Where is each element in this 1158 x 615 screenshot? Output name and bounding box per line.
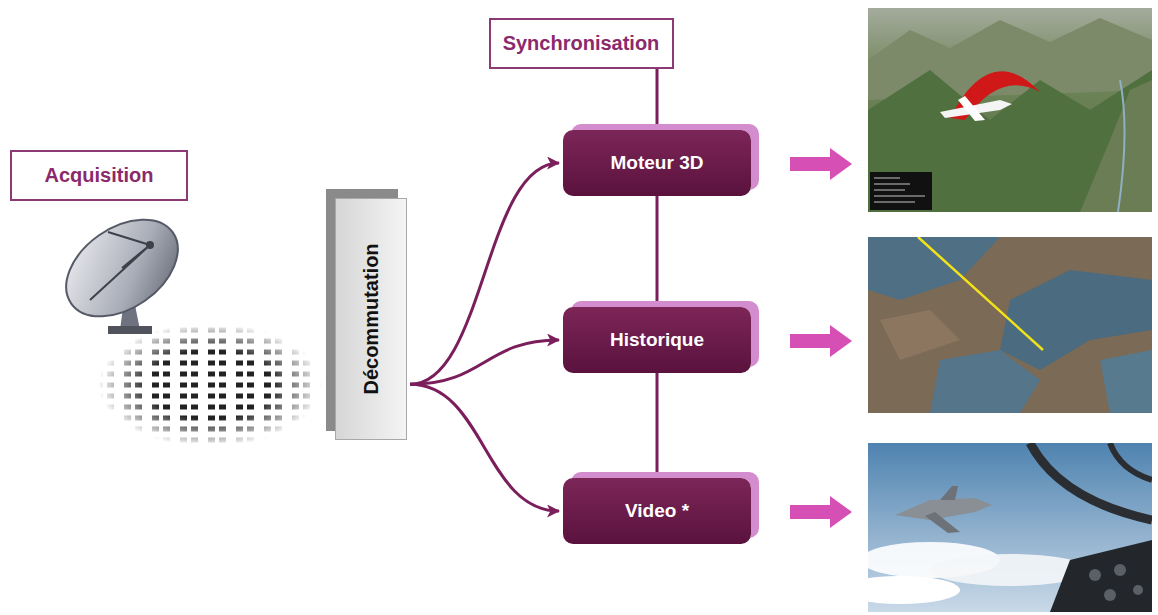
module-box: Historique: [563, 307, 751, 373]
node-label: Décommutation: [360, 243, 383, 394]
module-box: Moteur 3D: [563, 130, 751, 196]
terrain-3d-screenshot: [868, 8, 1152, 212]
node-label: Synchronisation: [503, 32, 660, 55]
connector: [410, 163, 559, 384]
connector: [410, 384, 559, 511]
satellite-dish: [48, 200, 195, 337]
node-label: Moteur 3D: [611, 152, 704, 174]
stage-label-box: Synchronisation: [489, 18, 674, 69]
node-label: Acquisition: [45, 164, 154, 187]
connector: [656, 69, 659, 131]
connector: [656, 196, 659, 307]
data-stream-blob: [96, 330, 324, 440]
connector: [656, 373, 659, 478]
node-label: Video *: [625, 500, 689, 522]
connector: [410, 340, 559, 384]
cockpit-video-still: [868, 443, 1152, 612]
track-map-screenshot: [868, 237, 1152, 413]
stage-label-box: Acquisition: [10, 150, 188, 201]
node-label: Historique: [610, 329, 704, 351]
module-box: Video *: [563, 478, 751, 544]
decommutation-block: Décommutation: [335, 198, 407, 440]
output-arrow: [790, 148, 852, 528]
